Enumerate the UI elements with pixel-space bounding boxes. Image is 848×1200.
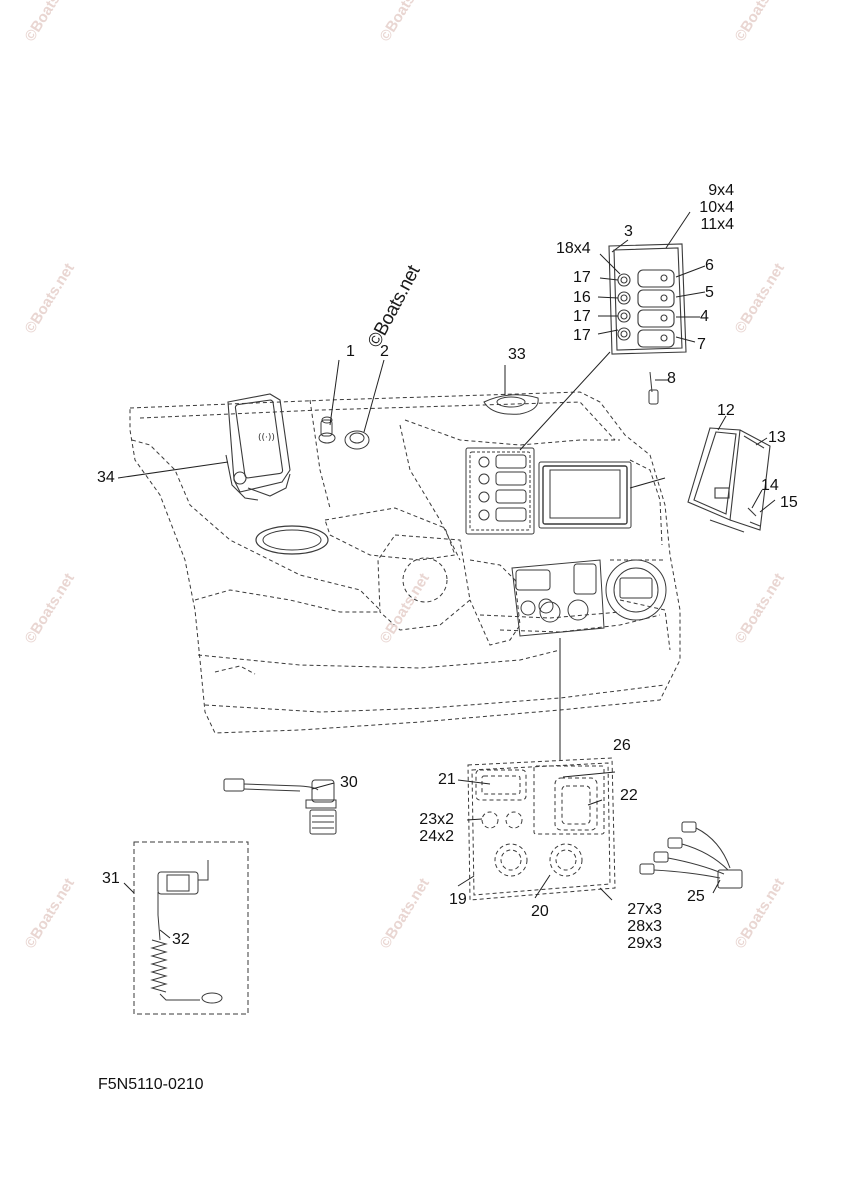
callout-5: 5 [705,284,714,301]
callout-stack-27-29: 27x3 28x3 29x3 [612,901,662,952]
wireless-remote [483,394,539,415]
kill-switch-box [133,841,249,1015]
callout-17-top: 17 [573,269,591,286]
callout-20: 20 [531,903,549,920]
callout-6: 6 [705,257,714,274]
callout-18: 18x4 [556,240,591,257]
power-socket [344,430,370,450]
callout-26: 26 [613,737,631,754]
callout-15: 15 [780,494,798,511]
callout-stack-23-24: 23x2 24x2 [404,811,454,845]
callout-2: 2 [380,343,389,360]
console-body [129,391,681,734]
callout-19: 19 [449,891,467,908]
callout-23: 23x2 [419,811,454,828]
callout-34: 34 [97,469,115,486]
callout-stack-9-11: 9x4 10x4 11x4 [684,182,734,233]
callout-25: 25 [687,888,705,905]
gauge-panel-exploded [467,757,616,901]
cup-holder [255,525,329,555]
fuse-part [648,371,659,405]
callout-30: 30 [340,774,358,791]
sensor-cable [223,778,337,835]
callout-7: 7 [697,336,706,353]
callout-29: 29x3 [627,935,662,952]
display-unit-exploded [687,427,771,533]
callout-31: 31 [102,870,120,887]
callout-24: 24x2 [419,828,454,845]
leader-lines [117,211,776,939]
callout-4: 4 [700,308,709,325]
svg-text:((·)): ((·)) [258,433,275,443]
callout-8: 8 [667,370,676,387]
callout-14: 14 [761,477,779,494]
callout-16: 16 [573,289,591,306]
callout-22: 22 [620,787,638,804]
toggle-switch [318,416,336,444]
console-switch-panel [465,447,535,535]
wire-harness [639,821,743,889]
callout-1: 1 [346,343,355,360]
console-gauge-panel [511,559,667,637]
callout-12: 12 [717,402,735,419]
callout-17-mid: 17 [573,308,591,325]
callout-13: 13 [768,429,786,446]
callout-11: 11x4 [700,216,734,233]
callout-32: 32 [172,931,190,948]
callout-28: 28x3 [627,918,662,935]
callout-33: 33 [508,346,526,363]
diagram-code: F5N5110-0210 [98,1076,204,1093]
callout-9: 9x4 [708,182,734,199]
callout-17-bottom: 17 [573,327,591,344]
kill-switch-lanyard [150,860,223,1004]
callout-27: 27x3 [627,901,662,918]
callout-10: 10x4 [699,199,734,216]
switch-panel-exploded [608,243,687,355]
phone-holder: ((·)) [225,393,291,501]
console-display [538,461,632,529]
callout-21: 21 [438,771,456,788]
callout-3: 3 [624,223,633,240]
